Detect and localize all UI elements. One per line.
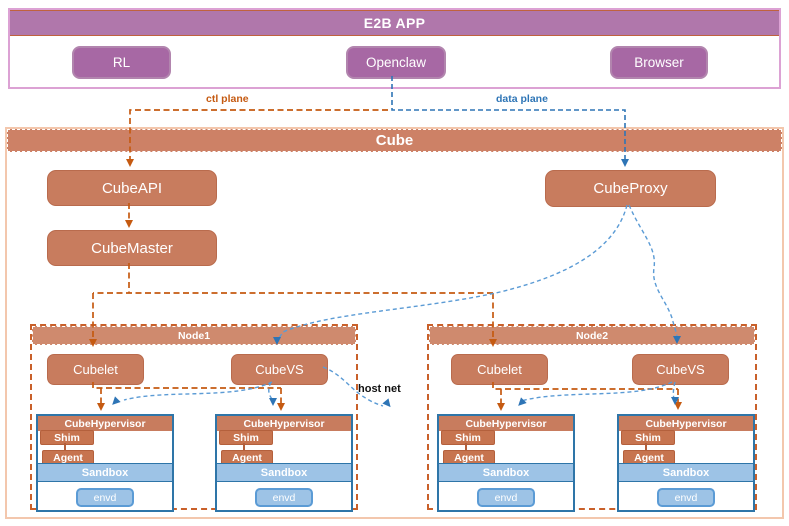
- cubemaster-box: CubeMaster: [47, 230, 217, 266]
- node2-container: Node2 Cubelet CubeVS CubeHypervisor Shim…: [427, 324, 757, 512]
- shim-box: Shim: [441, 430, 495, 445]
- sandbox-bar: Sandbox: [217, 463, 351, 482]
- shim-agent-link: [243, 443, 245, 450]
- node2-hypervisor-1: CubeHypervisor Shim Agent Sandbox envd: [437, 414, 575, 512]
- host-net-label: host net: [358, 383, 401, 395]
- envd-box: envd: [657, 488, 715, 507]
- node1-title: Node1: [32, 326, 356, 345]
- cubehypervisor-title: CubeHypervisor: [619, 416, 753, 431]
- cubehypervisor-title: CubeHypervisor: [38, 416, 172, 431]
- node2-cubevs-box: CubeVS: [632, 354, 729, 385]
- e2b-app-container: E2B APP RL Openclaw Browser: [8, 8, 781, 89]
- cubeapi-box: CubeAPI: [47, 170, 217, 206]
- cubeproxy-box: CubeProxy: [545, 170, 716, 207]
- data-plane-label: data plane: [496, 93, 548, 105]
- cube-title: Cube: [7, 129, 782, 152]
- e2b-app-title: E2B APP: [10, 10, 779, 36]
- shim-box: Shim: [40, 430, 94, 445]
- browser-box: Browser: [610, 46, 708, 79]
- openclaw-box: Openclaw: [346, 46, 446, 79]
- node2-cubelet-box: Cubelet: [451, 354, 548, 385]
- shim-box: Shim: [219, 430, 273, 445]
- sandbox-bar: Sandbox: [619, 463, 753, 482]
- node1-container: Node1 Cubelet CubeVS CubeHypervisor Shim…: [30, 324, 358, 512]
- shim-agent-link: [465, 443, 467, 450]
- node1-hypervisor-1: CubeHypervisor Shim Agent Sandbox envd: [36, 414, 174, 512]
- sandbox-bar: Sandbox: [38, 463, 172, 482]
- sandbox-bar: Sandbox: [439, 463, 573, 482]
- envd-box: envd: [76, 488, 134, 507]
- rl-box: RL: [72, 46, 171, 79]
- agent-box: Agent: [443, 450, 495, 465]
- node1-hypervisor-2: CubeHypervisor Shim Agent Sandbox envd: [215, 414, 353, 512]
- shim-agent-link: [64, 443, 66, 450]
- cubehypervisor-title: CubeHypervisor: [217, 416, 351, 431]
- node2-hypervisor-2: CubeHypervisor Shim Agent Sandbox envd: [617, 414, 755, 512]
- envd-box: envd: [477, 488, 535, 507]
- cubehypervisor-title: CubeHypervisor: [439, 416, 573, 431]
- envd-box: envd: [255, 488, 313, 507]
- node1-cubelet-box: Cubelet: [47, 354, 144, 385]
- cube-container: Cube CubeAPI CubeMaster CubeProxy Node1 …: [5, 127, 784, 519]
- shim-agent-link: [645, 443, 647, 450]
- node2-title: Node2: [429, 326, 755, 345]
- agent-box: Agent: [221, 450, 273, 465]
- ctl-plane-label: ctl plane: [206, 93, 249, 105]
- node1-cubevs-box: CubeVS: [231, 354, 328, 385]
- shim-box: Shim: [621, 430, 675, 445]
